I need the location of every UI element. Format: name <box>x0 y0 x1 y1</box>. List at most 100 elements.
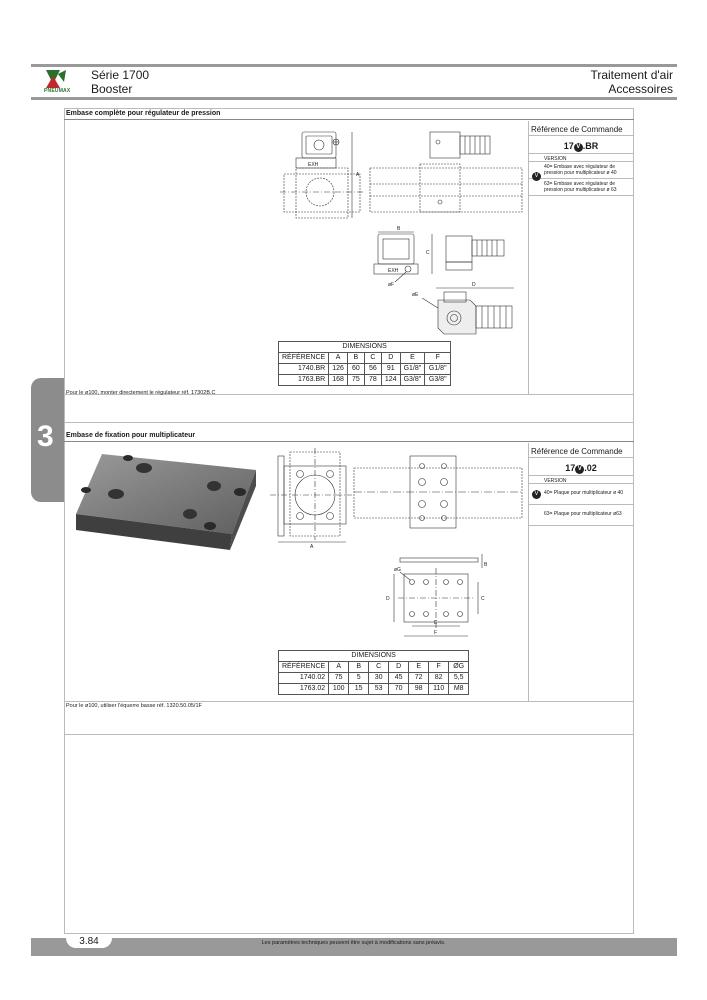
table-header: RÉFÉRENCE <box>277 352 330 364</box>
header-bottom-rule <box>31 97 677 100</box>
label-exh: EXH <box>308 162 319 168</box>
table-cell: 1740.BR <box>277 363 330 375</box>
section1-divider <box>528 121 529 394</box>
section1-note: Pour le ø100, monter directement le régu… <box>66 390 216 396</box>
table-cell: 53 <box>368 683 390 695</box>
table-cell: 126 <box>328 363 348 375</box>
label-b: B <box>484 562 488 568</box>
table-cell: 75 <box>346 374 365 386</box>
table-header: B <box>348 661 370 673</box>
table-header: E <box>408 661 430 673</box>
table-row: 1740.BR 126 60 56 91 G1/8" G1/8" <box>277 363 452 375</box>
order-ref-title: Référence de Commande <box>528 444 634 458</box>
table-row: 1740.02 75 5 30 45 72 82 5,5 <box>277 672 470 684</box>
version-badge-icon: V <box>532 172 541 181</box>
plate-photo <box>76 454 256 550</box>
version-row: 40= Embase avec régulateur de pression p… <box>528 162 634 179</box>
code-prefix: 17 <box>563 141 574 151</box>
table-header: C <box>363 352 382 364</box>
table-header: C <box>368 661 390 673</box>
table-cell: 100 <box>328 683 350 695</box>
footer-disclaimer: Les paramètres techniques peuvent être s… <box>261 940 446 946</box>
label-oe: øE <box>412 292 419 298</box>
table-cell: 110 <box>428 683 450 695</box>
table-cell: 78 <box>363 374 382 386</box>
table-cell: G1/8" <box>399 363 426 375</box>
section1-title: Embase complète pour régulateur de press… <box>64 108 634 120</box>
label-exh: EXH <box>388 268 399 274</box>
section2-note: Pour le ø100, utiliser l'équerre basse r… <box>66 703 202 709</box>
chapter-number: 3 <box>37 420 54 453</box>
subcategory-title: Accessoires <box>608 82 673 96</box>
header-right: Traitement d'air Accessoires <box>590 68 673 96</box>
label-a: A <box>310 544 314 550</box>
table-cell: 82 <box>428 672 450 684</box>
header-top-rule <box>31 64 677 67</box>
label-of: øF <box>388 282 394 288</box>
version-row: 63= Embase avec régulateur de pression p… <box>528 179 634 196</box>
product-title: Booster <box>91 82 133 96</box>
table-cell: 30 <box>368 672 390 684</box>
section2-dimensions-table: DIMENSIONS RÉFÉRENCE A B C D E F ØG 1740… <box>277 650 470 695</box>
category-title: Traitement d'air <box>590 68 673 82</box>
version-badge-icon: V <box>575 465 585 474</box>
version-row: 40= Plaque pour multiplicateur ø 40 <box>528 484 634 505</box>
table-cell: 60 <box>346 363 365 375</box>
table-header: E <box>399 352 426 364</box>
section-separator <box>64 422 634 423</box>
label-c: C <box>426 250 430 256</box>
label-d: D <box>472 282 476 288</box>
page-number: 3.84 <box>66 936 112 948</box>
table-cell: 72 <box>408 672 430 684</box>
table-header: ØG <box>448 661 470 673</box>
table-cell: 75 <box>328 672 350 684</box>
table-header: F <box>428 661 450 673</box>
section2-note-rule <box>64 701 634 702</box>
section2-divider <box>528 443 529 701</box>
label-d: D <box>386 596 390 602</box>
table-cell: 98 <box>408 683 430 695</box>
table-row: 1763.BR 168 75 78 124 G3/8" G3/8" <box>277 374 452 386</box>
table-header: RÉFÉRENCE <box>277 661 330 673</box>
table-header: A <box>328 352 348 364</box>
table-header: F <box>424 352 452 364</box>
table-header: D <box>380 352 401 364</box>
table-cell: M8 <box>448 683 470 695</box>
table-caption: DIMENSIONS <box>277 650 470 662</box>
logo-wordmark: PNEUMAX <box>44 88 71 94</box>
version-badge-icon: V <box>532 490 541 499</box>
table-header: B <box>346 352 365 364</box>
label-f: F <box>434 630 437 636</box>
section1-note-rule <box>64 394 634 395</box>
table-header: A <box>328 661 350 673</box>
table-cell: 1740.02 <box>277 672 330 684</box>
code-suffix: .BR <box>582 141 599 151</box>
section2-title: Embase de fixation pour multiplicateur <box>64 430 634 442</box>
table-cell: 91 <box>380 363 401 375</box>
series-title: Série 1700 <box>91 68 150 82</box>
table-cell: G1/8" <box>424 363 452 375</box>
version-label: VERSION <box>528 154 634 162</box>
label-og: øG <box>394 567 401 573</box>
table-cell: G3/8" <box>424 374 452 386</box>
table-cell: 1763.02 <box>277 683 330 695</box>
table-cell: 168 <box>328 374 348 386</box>
section2-drawing: A B øG D C E F <box>270 448 523 637</box>
table-cell: 5,5 <box>448 672 470 684</box>
table-caption: DIMENSIONS <box>277 341 452 353</box>
pneumax-logo <box>46 70 66 88</box>
version-row: 63= Plaque pour multiplicateur ø63 <box>528 505 634 526</box>
table-cell: 70 <box>388 683 410 695</box>
label-e: E <box>434 620 438 626</box>
code-prefix: 17 <box>565 463 576 473</box>
order-ref-title: Référence de Commande <box>528 122 634 136</box>
table-cell: 56 <box>363 363 382 375</box>
footer-bar <box>31 938 677 956</box>
section1-dimensions-table: DIMENSIONS RÉFÉRENCE A B C D E F 1740.BR… <box>277 341 452 386</box>
code-suffix: .02 <box>584 463 597 473</box>
label-c: C <box>481 596 485 602</box>
